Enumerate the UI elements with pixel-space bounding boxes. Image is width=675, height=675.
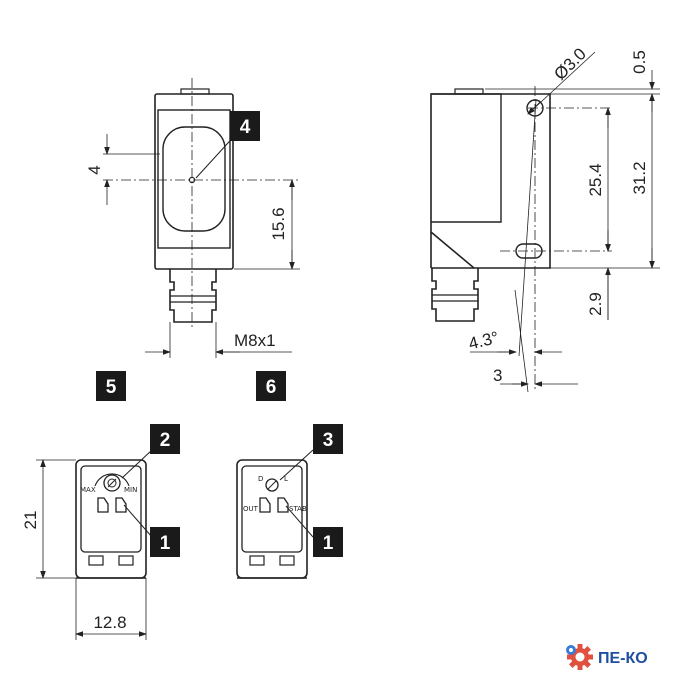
label-stab: STAB	[289, 505, 307, 513]
label-out: OUT	[243, 505, 259, 513]
callout-3: 3	[313, 424, 343, 454]
panel-5-dimensions	[36, 459, 147, 640]
gear-logo-icon	[566, 644, 593, 670]
callout-1-right: 1	[313, 527, 343, 557]
callout-4: 4	[230, 111, 260, 141]
label-min: MIN	[124, 486, 137, 494]
dim-2-9: 2.9	[586, 292, 605, 316]
front-view-dimensions	[103, 78, 300, 358]
front-lens-frame	[157, 109, 231, 249]
led-icon	[259, 497, 271, 513]
dim-diameter-3-0: Ø3.0	[550, 44, 589, 83]
dim-25-4: 25.4	[586, 163, 605, 196]
dim-3: 3	[493, 366, 502, 385]
callout-1-left: 1	[150, 527, 180, 557]
front-body	[154, 93, 234, 270]
callout-6: 6	[256, 371, 286, 401]
panel-6	[236, 449, 314, 579]
panel-5-body	[75, 459, 147, 579]
label-d: D	[258, 475, 263, 483]
svg-text:1: 1	[160, 533, 171, 554]
dim-12-8: 12.8	[93, 613, 126, 632]
panel-5	[75, 449, 153, 579]
side-connector	[431, 268, 479, 322]
dim-31-2: 31.2	[630, 161, 649, 194]
svg-text:6: 6	[266, 377, 277, 398]
svg-text:3: 3	[323, 430, 334, 451]
potentiometer-icon	[103, 474, 121, 492]
front-connector	[169, 269, 217, 323]
svg-text:1: 1	[323, 533, 334, 554]
side-body	[430, 93, 551, 269]
panel-6-body	[236, 459, 308, 579]
svg-text:5: 5	[106, 377, 117, 398]
front-lens-capsule	[162, 126, 226, 232]
brand-logo-text: ПЕ-КО	[598, 650, 648, 667]
label-l: L	[284, 475, 288, 483]
led-icon	[277, 497, 289, 513]
mode-switch-icon	[265, 478, 279, 492]
dim-angle-4-3: 4.3°	[467, 328, 501, 354]
label-max: MAX	[80, 486, 96, 494]
callout-2: 2	[150, 424, 180, 454]
svg-text:4: 4	[240, 117, 251, 138]
dim-0-5: 0.5	[630, 50, 649, 74]
callout-5: 5	[96, 371, 126, 401]
dim-15-6: 15.6	[269, 207, 288, 240]
front-view	[154, 88, 234, 323]
svg-text:2: 2	[160, 430, 171, 451]
dim-m8x1: M8x1	[234, 331, 276, 350]
brand-logo: ПЕ-КО	[566, 644, 648, 670]
side-view-dimensions	[470, 51, 660, 393]
led-icon	[97, 497, 109, 513]
dim-21: 21	[21, 511, 40, 530]
dim-4: 4	[85, 165, 104, 174]
side-view	[430, 88, 551, 322]
